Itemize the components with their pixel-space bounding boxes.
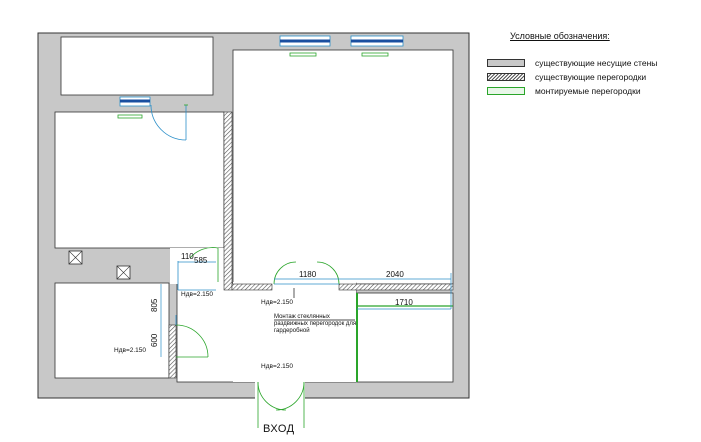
dimension-585: 585 (194, 256, 208, 265)
dimension-1180: 1180 (299, 270, 317, 279)
hall-extension (233, 282, 356, 382)
door-entry (257, 381, 305, 428)
dimension-110: 110 (181, 252, 194, 261)
legend-item-new: монтируемые перегородки (487, 86, 641, 96)
door-left-room (150, 104, 188, 141)
dimension-lines (160, 261, 452, 357)
legend-item-bearing: существующие несущие стены (487, 58, 657, 68)
door-height-4: Ндв=2.150 (261, 363, 294, 370)
window-1 (279, 35, 331, 57)
legend-label-new: монтируемые перегородки (535, 86, 641, 96)
legend-swatch-partition (487, 73, 525, 81)
room-top-left (60, 36, 214, 96)
callout-leaders (274, 288, 355, 321)
wardrobe-note: Монтаж стеклянных раздвижных перегородок… (274, 314, 357, 334)
dimension-1710: 1710 (395, 298, 413, 307)
window-3 (117, 96, 151, 119)
room-left-middle (54, 111, 225, 249)
ventilation-shaft-1 (68, 250, 83, 265)
partition-right-top (338, 283, 454, 291)
dimension-805: 805 (150, 298, 159, 312)
entry-opening (255, 380, 305, 400)
window-2 (350, 35, 404, 57)
room-bottom-left (54, 282, 170, 379)
door-height-1: Ндв=2.150 (181, 291, 214, 298)
legend-label-partition: существующие перегородки (535, 72, 647, 82)
dimension-600: 600 (150, 333, 159, 347)
door-height-3: Ндв=2.150 (114, 347, 147, 354)
legend-swatch-new (487, 87, 525, 95)
ventilation-shaft-2 (116, 265, 131, 280)
door-living-double (273, 261, 340, 285)
entry-label: ВХОД (263, 423, 295, 435)
legend-label-bearing: существующие несущие стены (535, 58, 658, 68)
dimension-2040: 2040 (386, 270, 404, 279)
partition-hall-left (168, 324, 177, 379)
legend-item-partition: существующие перегородки (487, 72, 646, 82)
door-corridor (177, 247, 219, 291)
partition-vertical (223, 111, 233, 291)
legend-swatch-bearing (487, 59, 525, 67)
door-bathroom (175, 315, 209, 358)
room-bottom-right (356, 292, 454, 383)
room-living (232, 49, 454, 285)
door-height-2: Ндв=2.150 (261, 299, 294, 306)
legend-title: Условные обозначения: (510, 31, 610, 41)
corridor-top (170, 248, 230, 284)
partition-hall-top (231, 283, 273, 291)
